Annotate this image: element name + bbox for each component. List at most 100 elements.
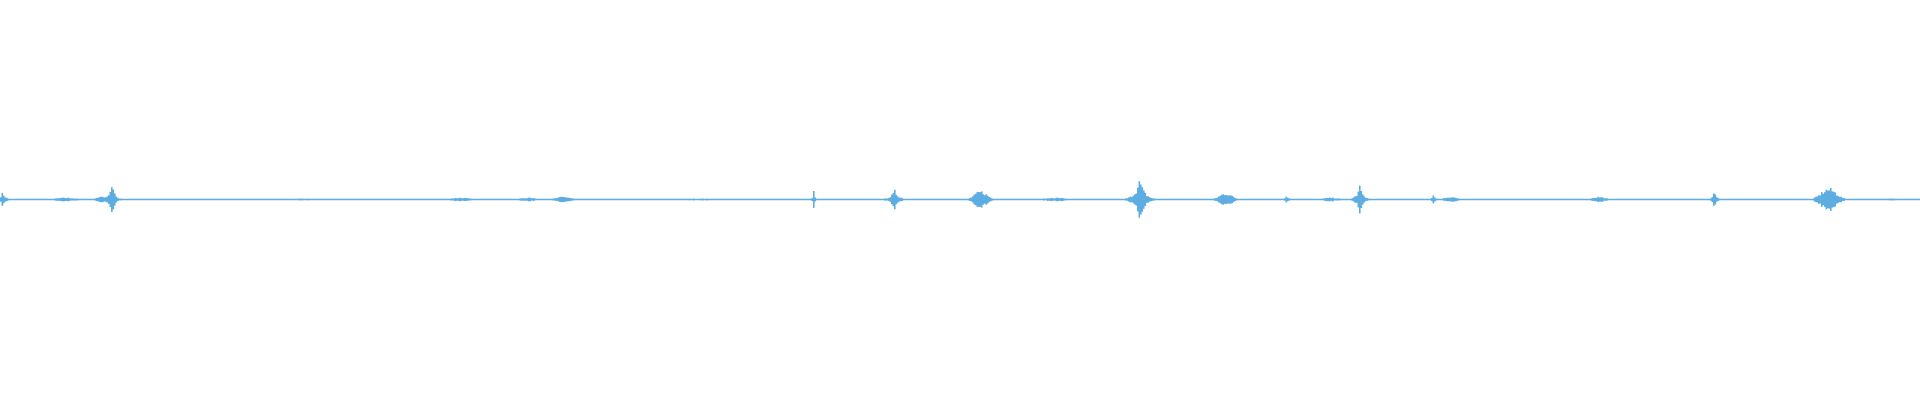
waveform-sample (523, 198, 526, 201)
waveform-sample (688, 198, 691, 201)
waveform-sample (453, 198, 455, 201)
waveform-sample (108, 195, 110, 204)
waveform-sample (70, 198, 73, 201)
waveform-sample (531, 198, 533, 201)
waveform-sample (973, 194, 976, 205)
waveform-sample (1590, 198, 1592, 201)
waveform-sample (1360, 191, 1363, 208)
waveform-sample (889, 197, 892, 202)
waveform-sample (1890, 198, 1892, 201)
waveform-sample (1219, 195, 1222, 204)
waveform-sample (1152, 198, 1154, 201)
waveform-sample (532, 198, 535, 201)
waveform-sample (969, 198, 971, 201)
waveform-sample (112, 189, 115, 210)
waveform-sample (1143, 190, 1145, 209)
waveform-sample (1354, 196, 1357, 203)
waveform-sample (1059, 198, 1061, 201)
waveform-sample (520, 198, 523, 201)
waveform-sample (562, 197, 565, 203)
waveform-sample (1338, 198, 1340, 201)
waveform-sample (571, 198, 574, 201)
waveform-sample (883, 198, 886, 201)
waveform-sample (901, 198, 904, 201)
waveform-sample (1329, 197, 1331, 202)
waveform-sample (987, 195, 989, 204)
waveform-sample (1432, 195, 1435, 204)
waveform-sample (1326, 197, 1328, 202)
waveform-sample (73, 198, 76, 201)
waveform-sample (1222, 194, 1225, 205)
waveform-sample (1593, 198, 1595, 201)
waveform-sample (564, 197, 566, 202)
waveform-sample (64, 198, 67, 201)
waveform-sample (1042, 198, 1045, 201)
waveform-sample (1710, 198, 1712, 201)
waveform-sample (1221, 194, 1223, 205)
waveform-sample (1126, 198, 1129, 201)
waveform-sample (988, 197, 991, 202)
waveform-sample (1134, 194, 1136, 205)
waveform-sample (976, 192, 979, 207)
waveform-sample (1215, 198, 1217, 201)
waveform-sample (1449, 197, 1451, 202)
waveform-sample (1213, 198, 1216, 201)
waveform-sample (1452, 197, 1454, 202)
waveform-sample (1335, 198, 1337, 201)
waveform-sample (991, 198, 994, 201)
waveform-sample (4, 197, 7, 202)
waveform-sample (1065, 198, 1067, 201)
waveform-sample (1147, 196, 1150, 203)
waveform-sample (451, 198, 454, 201)
waveform-sample (555, 198, 557, 201)
waveform-sample (1362, 194, 1364, 205)
waveform-sample (1332, 197, 1334, 202)
waveform-sample (522, 198, 524, 201)
waveform-sample (1840, 196, 1843, 203)
waveform-sample (1236, 198, 1238, 201)
waveform-sample (1144, 192, 1147, 206)
waveform-sample (1813, 197, 1816, 202)
waveform-sample (885, 198, 887, 201)
waveform-sample (1284, 198, 1286, 201)
waveform-sample (814, 197, 817, 202)
waveform-sample (1285, 196, 1288, 203)
waveform-sample (1888, 198, 1891, 201)
waveform-sample (1153, 198, 1156, 201)
waveform-sample (1063, 198, 1066, 201)
waveform-sample (526, 198, 529, 201)
waveform-sample (1129, 196, 1132, 203)
waveform-sample (1891, 198, 1894, 201)
waveform-sample (519, 198, 521, 201)
waveform-sample (61, 197, 64, 202)
waveform-sample (97, 197, 100, 202)
waveform-sample (1218, 196, 1220, 203)
waveform-sample (1051, 198, 1054, 201)
waveform-sample (96, 197, 98, 202)
waveform-sample (6, 197, 8, 202)
waveform-sample (1834, 192, 1837, 207)
waveform-sample (1225, 195, 1228, 204)
waveform-sample (693, 198, 695, 201)
waveform-sample (111, 187, 113, 212)
waveform-sample (1150, 198, 1153, 201)
waveform-sample (99, 197, 101, 202)
waveform-sample (1137, 187, 1139, 212)
waveform-sample (1714, 194, 1717, 205)
waveform-sample (1287, 197, 1289, 202)
waveform-sample (57, 198, 59, 201)
waveform-sample (985, 194, 988, 205)
waveform-sample (553, 198, 556, 201)
waveform-sample (1602, 197, 1604, 202)
waveform-sample (1053, 198, 1055, 201)
waveform-sample (55, 198, 58, 201)
waveform-sample (94, 198, 97, 201)
waveform-sample (462, 198, 464, 201)
waveform-sample (1446, 197, 1448, 202)
waveform-sample (1713, 193, 1715, 206)
waveform-sample (1132, 195, 1135, 204)
waveform-sample (982, 194, 985, 205)
waveform-sample (1893, 198, 1895, 201)
waveform-sample (463, 197, 466, 202)
waveform-sample (1050, 198, 1052, 201)
